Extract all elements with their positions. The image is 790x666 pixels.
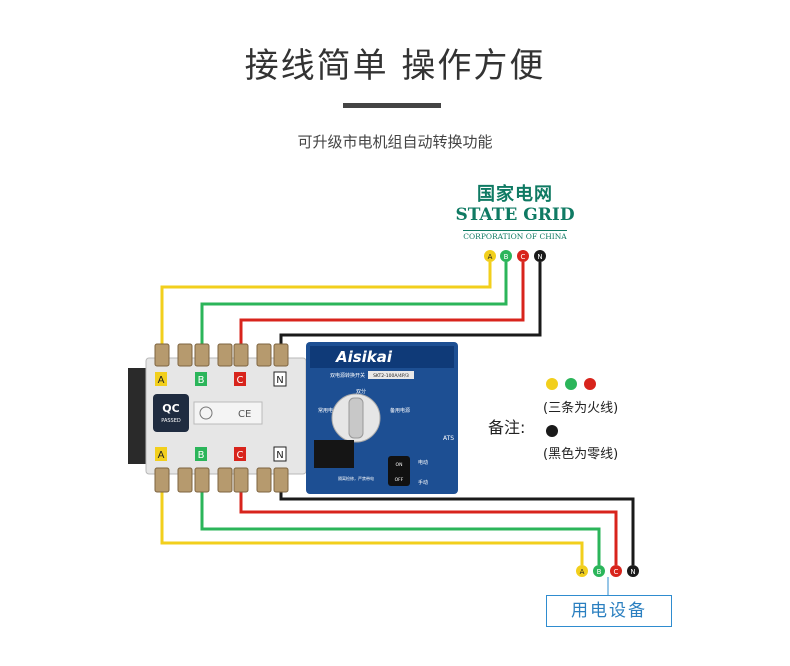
model-plate	[368, 371, 414, 379]
qc-badge	[153, 394, 189, 432]
load-label-b: B	[597, 568, 602, 576]
tag-bottom-b: B	[198, 450, 205, 461]
top-studs	[154, 343, 289, 367]
qc-badge-passed: PASSED	[161, 418, 181, 424]
load-label-a: A	[580, 568, 585, 576]
source-label-n: N	[537, 253, 542, 261]
panel-warning: 隔离检修，严禁带电	[338, 475, 374, 481]
state-grid-logo: 国家电网 STATE GRID CORPORATION OF CHINA	[455, 180, 575, 243]
tag-top-a: A	[158, 375, 165, 386]
panel-right-label: 备用电源	[390, 407, 410, 414]
btn-off-label: OFF	[395, 477, 404, 483]
legend-label: 备注:	[488, 418, 526, 437]
wire-a-top	[160, 262, 492, 350]
manual-handle[interactable]	[314, 440, 354, 468]
legend-dot-green	[565, 378, 577, 390]
state-grid-corp: CORPORATION OF CHINA	[463, 230, 567, 241]
wire-c-bottom	[239, 490, 618, 565]
wire-a-bottom	[160, 490, 584, 565]
ccc-icon	[199, 406, 213, 420]
tag-top-b: B	[198, 375, 205, 386]
load-terminals: A B C N	[576, 565, 639, 577]
brand-name: Aisikai	[335, 348, 393, 366]
panel-dual-label: 双分	[356, 388, 366, 395]
load-wires	[160, 490, 635, 565]
legend-dots	[546, 378, 596, 437]
page-subtitle: 可升级市电机组自动转换功能	[297, 133, 493, 151]
cert-label	[193, 401, 263, 425]
source-dot-c	[517, 250, 529, 262]
brand-band	[310, 346, 454, 368]
btn-on-label: ON	[396, 462, 403, 468]
panel-model-text: 双电源转换开关	[330, 372, 365, 379]
wire-n-top	[279, 262, 542, 350]
panel-model-no: SKT2-100A/4P/3	[373, 373, 409, 379]
load-dot-c	[610, 565, 622, 577]
load-dot-b	[593, 565, 605, 577]
ce-mark: CE	[238, 409, 251, 420]
wire-n-bottom	[279, 490, 635, 565]
bottom-studs	[154, 467, 289, 493]
load-label-c: C	[614, 568, 619, 576]
mounting-bracket	[128, 368, 148, 464]
tag-top-n: N	[276, 375, 283, 386]
page-title: 接线简单 操作方便	[244, 46, 546, 86]
legend-zero-note: (黑色为零线)	[543, 447, 619, 462]
source-dot-b	[500, 250, 512, 262]
load-dot-a	[576, 565, 588, 577]
tag-bottom-c: C	[237, 450, 244, 461]
legend-dot-yellow	[546, 378, 558, 390]
knob-grip	[348, 397, 364, 439]
source-label-b: B	[504, 253, 509, 261]
source-dot-n	[534, 250, 546, 262]
state-grid-cn: 国家电网	[477, 184, 553, 205]
load-dot-n	[627, 565, 639, 577]
panel-ats: ATS	[443, 435, 454, 442]
source-dot-a	[484, 250, 496, 262]
load-label-n: N	[630, 568, 635, 576]
state-grid-en: STATE GRID	[455, 205, 575, 225]
legend-fire-note: (三条为火线)	[543, 401, 619, 416]
tag-bottom-a: A	[158, 450, 165, 461]
legend-dot-red	[584, 378, 596, 390]
legend-dot-black	[546, 425, 558, 437]
source-wires	[160, 262, 542, 350]
wire-b-bottom	[200, 490, 601, 565]
source-label-a: A	[488, 253, 493, 261]
panel-left-label: 常用电源	[318, 407, 338, 414]
panel-auto-label: 电动	[418, 459, 428, 466]
ats-switch: A B C N A B C N QC PASSED CE Aisikai 双电源…	[128, 342, 458, 494]
title-underline	[343, 103, 441, 108]
panel-manual-label: 手动	[418, 479, 428, 486]
source-terminals: A B C N	[484, 250, 546, 262]
wire-c-top	[239, 262, 525, 350]
tag-top-c: C	[237, 375, 244, 386]
source-label-c: C	[521, 253, 526, 261]
qc-badge-text: QC	[162, 402, 179, 415]
on-off-button[interactable]	[388, 456, 410, 486]
load-equipment-box: 用电设备	[546, 595, 672, 627]
tag-bottom-n: N	[276, 450, 283, 461]
wire-b-top	[200, 262, 508, 350]
